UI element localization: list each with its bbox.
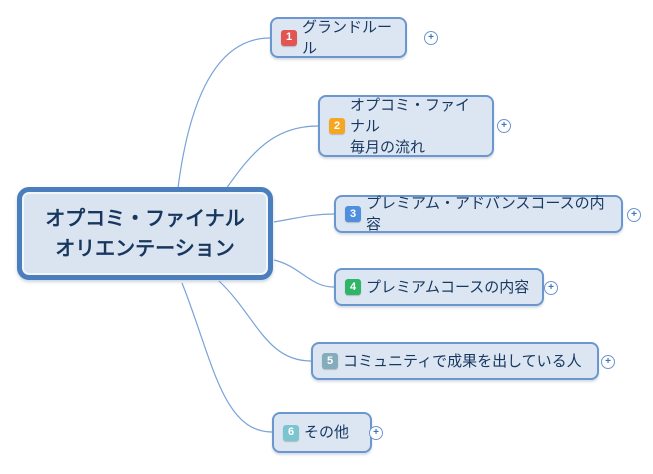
connector-4 [273,259,335,288]
expand-button-3[interactable]: + [627,208,641,222]
topic-1[interactable]: 1 グランドルール [270,17,407,58]
expand-button-5[interactable]: + [601,355,615,369]
connector-3 [273,213,335,223]
priority-4-badge: 4 [345,279,361,295]
topic-1-label: グランドルール [302,18,393,57]
expand-button-6[interactable]: + [369,426,383,440]
topic-2-label: オプコミ・ファイナル 毎月の流れ [350,96,471,156]
topic-2[interactable]: 2 オプコミ・ファイナル 毎月の流れ [318,95,494,157]
root-topic[interactable]: オプコミ・ファイナル オリエンテーション [17,187,273,280]
priority-3-badge: 3 [345,206,361,222]
topic-4[interactable]: 4 プレミアムコースの内容 [334,268,544,306]
topic-5-label: コミュニティで成果を出している人 [343,352,582,370]
expand-button-4[interactable]: + [544,281,558,295]
priority-6-badge: 6 [283,424,299,441]
expand-button-2[interactable]: + [497,119,511,133]
connector-5 [218,280,312,362]
topic-6-label: その他 [304,424,350,441]
topic-6[interactable]: 6 その他 [272,412,372,453]
topic-3[interactable]: 3 プレミアム・アドバンスコースの内容 [334,195,623,233]
connector-2 [225,125,319,190]
topic-4-label: プレミアムコースの内容 [366,278,530,296]
connector-6 [181,282,273,433]
topic-5[interactable]: 5 コミュニティで成果を出している人 [311,342,599,380]
priority-1-badge: 1 [281,29,297,46]
topic-3-label: プレミアム・アドバンスコースの内容 [366,195,605,233]
priority-2-badge: 2 [329,118,345,134]
priority-5-badge: 5 [322,353,338,369]
expand-button-1[interactable]: + [424,31,438,45]
connector-1 [177,37,271,189]
